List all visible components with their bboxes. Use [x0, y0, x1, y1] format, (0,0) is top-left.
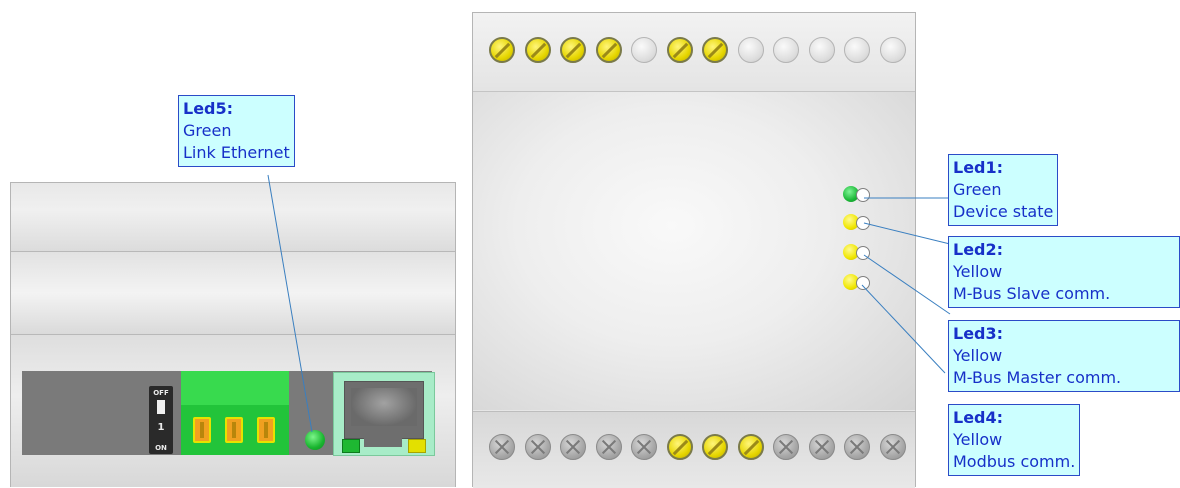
callout-title: Led2: [953, 239, 1175, 261]
callout-function: M-Bus Master comm. [953, 367, 1175, 389]
callout-title: Led1: [953, 157, 1053, 179]
callout-led4: Led4: Yellow Modbus comm. [948, 404, 1080, 476]
callout-led2: Led2: Yellow M-Bus Slave comm. [948, 236, 1180, 308]
callout-function: Device state [953, 201, 1053, 223]
callout-color: Yellow [953, 345, 1175, 367]
callout-function: M-Bus Slave comm. [953, 283, 1175, 305]
callout-function: Link Ethernet [183, 142, 290, 164]
callout-title: Led4: [953, 407, 1075, 429]
callout-led3: Led3: Yellow M-Bus Master comm. [948, 320, 1180, 392]
callout-color: Green [953, 179, 1053, 201]
callout-color: Yellow [953, 429, 1075, 451]
callout-led1: Led1: Green Device state [948, 154, 1058, 226]
callout-color: Green [183, 120, 290, 142]
leader-line-led5 [268, 175, 312, 432]
callout-title: Led5: [183, 98, 290, 120]
leader-line-led3 [864, 255, 950, 314]
callout-function: Modbus comm. [953, 451, 1075, 473]
leader-line-led4 [862, 285, 945, 373]
leader-line-led2 [864, 223, 950, 244]
callout-title: Led3: [953, 323, 1175, 345]
callout-color: Yellow [953, 261, 1175, 283]
callout-led5: Led5: Green Link Ethernet [178, 95, 295, 167]
